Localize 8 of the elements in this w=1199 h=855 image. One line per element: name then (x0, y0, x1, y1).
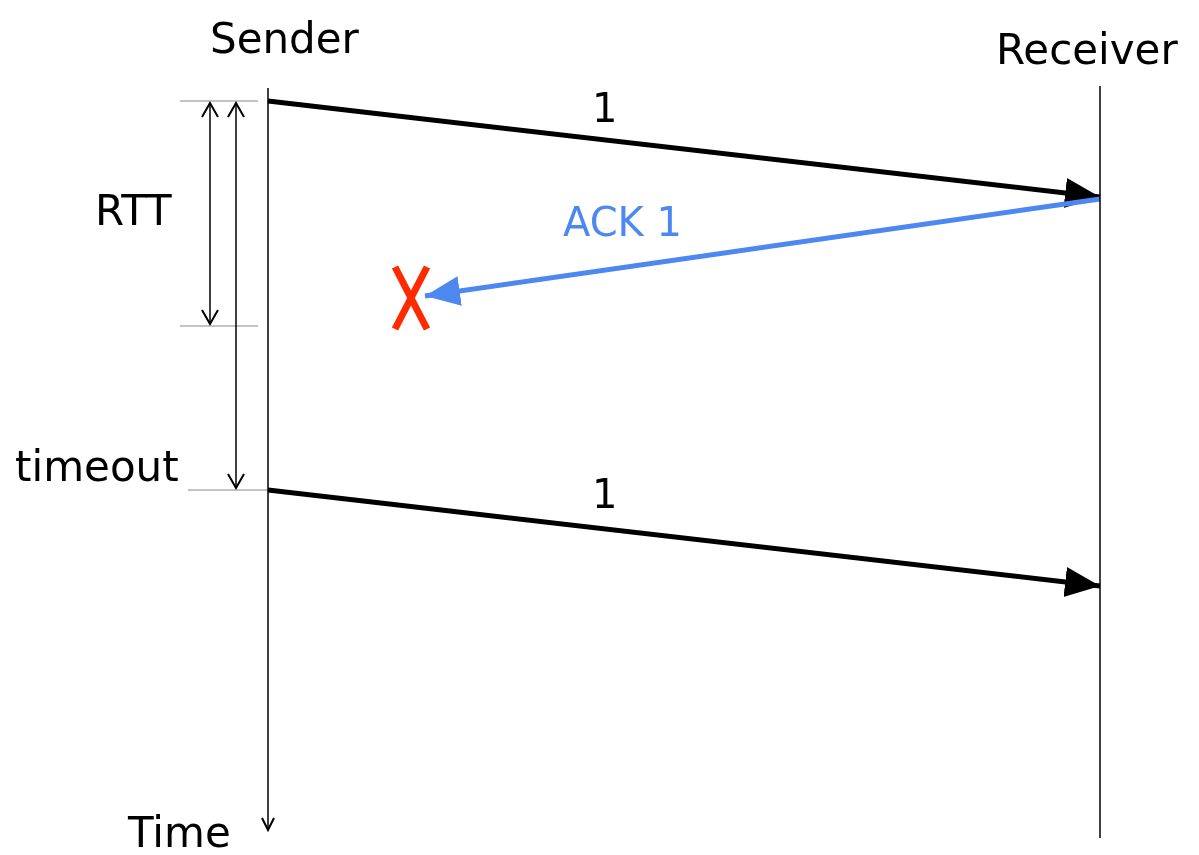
message-arrow (267, 98, 1101, 208)
dimension-label: RTT (95, 190, 172, 232)
participant-label: Receiver (996, 29, 1178, 71)
participant-label: Sender (210, 18, 359, 60)
dimension-label: timeout (15, 446, 179, 488)
message-arrow (424, 196, 1101, 306)
axis-label: Time (128, 812, 231, 854)
message-arrow (267, 487, 1101, 597)
